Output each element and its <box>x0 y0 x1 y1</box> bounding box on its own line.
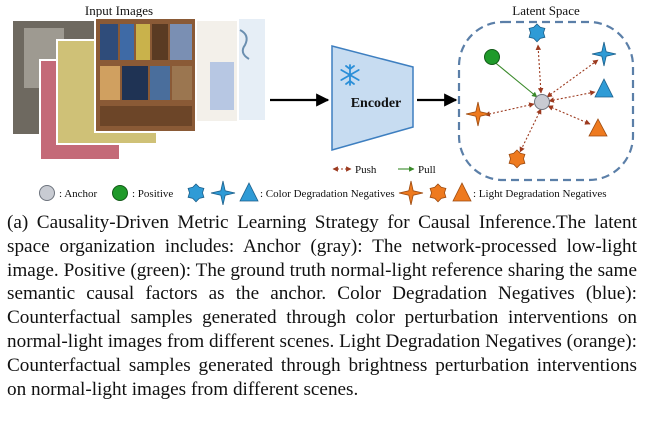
anchor-sample <box>534 94 550 110</box>
legend-color-negative-triangle <box>239 182 259 202</box>
push-arrow-blue-star-top <box>535 44 544 94</box>
latent-space-title: Latent Space <box>512 3 580 18</box>
encoder-label: Encoder <box>351 96 402 111</box>
push-arrow-blue-triangle <box>548 90 596 103</box>
legend-color-negative-star-4pt <box>210 180 236 205</box>
legend-light-negative-label: : Light Degradation Negatives <box>473 188 607 200</box>
encoder-shape <box>331 45 414 151</box>
pull-arrow <box>491 59 538 98</box>
legend-positive-label: : Positive <box>132 188 173 200</box>
color-negative-triangle <box>594 78 614 98</box>
figure-caption: (a) Causality-Driven Metric Learning Str… <box>7 212 637 400</box>
legend-light-negative-triangle <box>452 182 472 202</box>
figure-diagram: Input Images <box>11 3 635 205</box>
push-legend-label: Push <box>355 164 377 176</box>
positive-sample <box>484 49 500 65</box>
push-arrow-orange-triangle <box>547 105 591 125</box>
push-arrow-orange-star-bottom <box>519 108 542 153</box>
light-negative-star-4pt <box>465 101 491 127</box>
input-image-stack <box>11 17 267 161</box>
push-pull-arrows <box>484 44 599 153</box>
latent-space-boundary <box>457 20 635 182</box>
light-negative-triangle <box>588 118 608 137</box>
input-images-title: Input Images <box>85 3 153 18</box>
legend-light-negative-star-6pt <box>429 183 447 203</box>
push-arrow-blue-star-right <box>546 59 599 98</box>
legend-color-negative-star-6pt <box>187 183 205 203</box>
legend-light-negative-star-4pt <box>398 180 424 205</box>
legend-positive-icon <box>112 185 128 201</box>
push-arrow-orange-star-left <box>484 102 535 117</box>
color-negative-star-4pt <box>591 41 617 67</box>
encoder-block: Encoder <box>331 45 414 151</box>
push-pull-legend: Push Pull <box>332 164 436 176</box>
light-negative-star-6pt <box>508 149 526 169</box>
input-image-bookshelf <box>94 17 197 133</box>
color-negative-star-6pt <box>528 23 546 43</box>
legend-anchor-label: : Anchor <box>59 188 98 200</box>
pull-legend-label: Pull <box>418 164 436 176</box>
snowflake-icon <box>340 64 360 86</box>
legend-anchor-icon <box>39 185 55 201</box>
legend-color-negative-label: : Color Degradation Negatives <box>260 188 395 200</box>
legend-row: : Anchor : Positive : Color Degradation … <box>39 180 607 205</box>
